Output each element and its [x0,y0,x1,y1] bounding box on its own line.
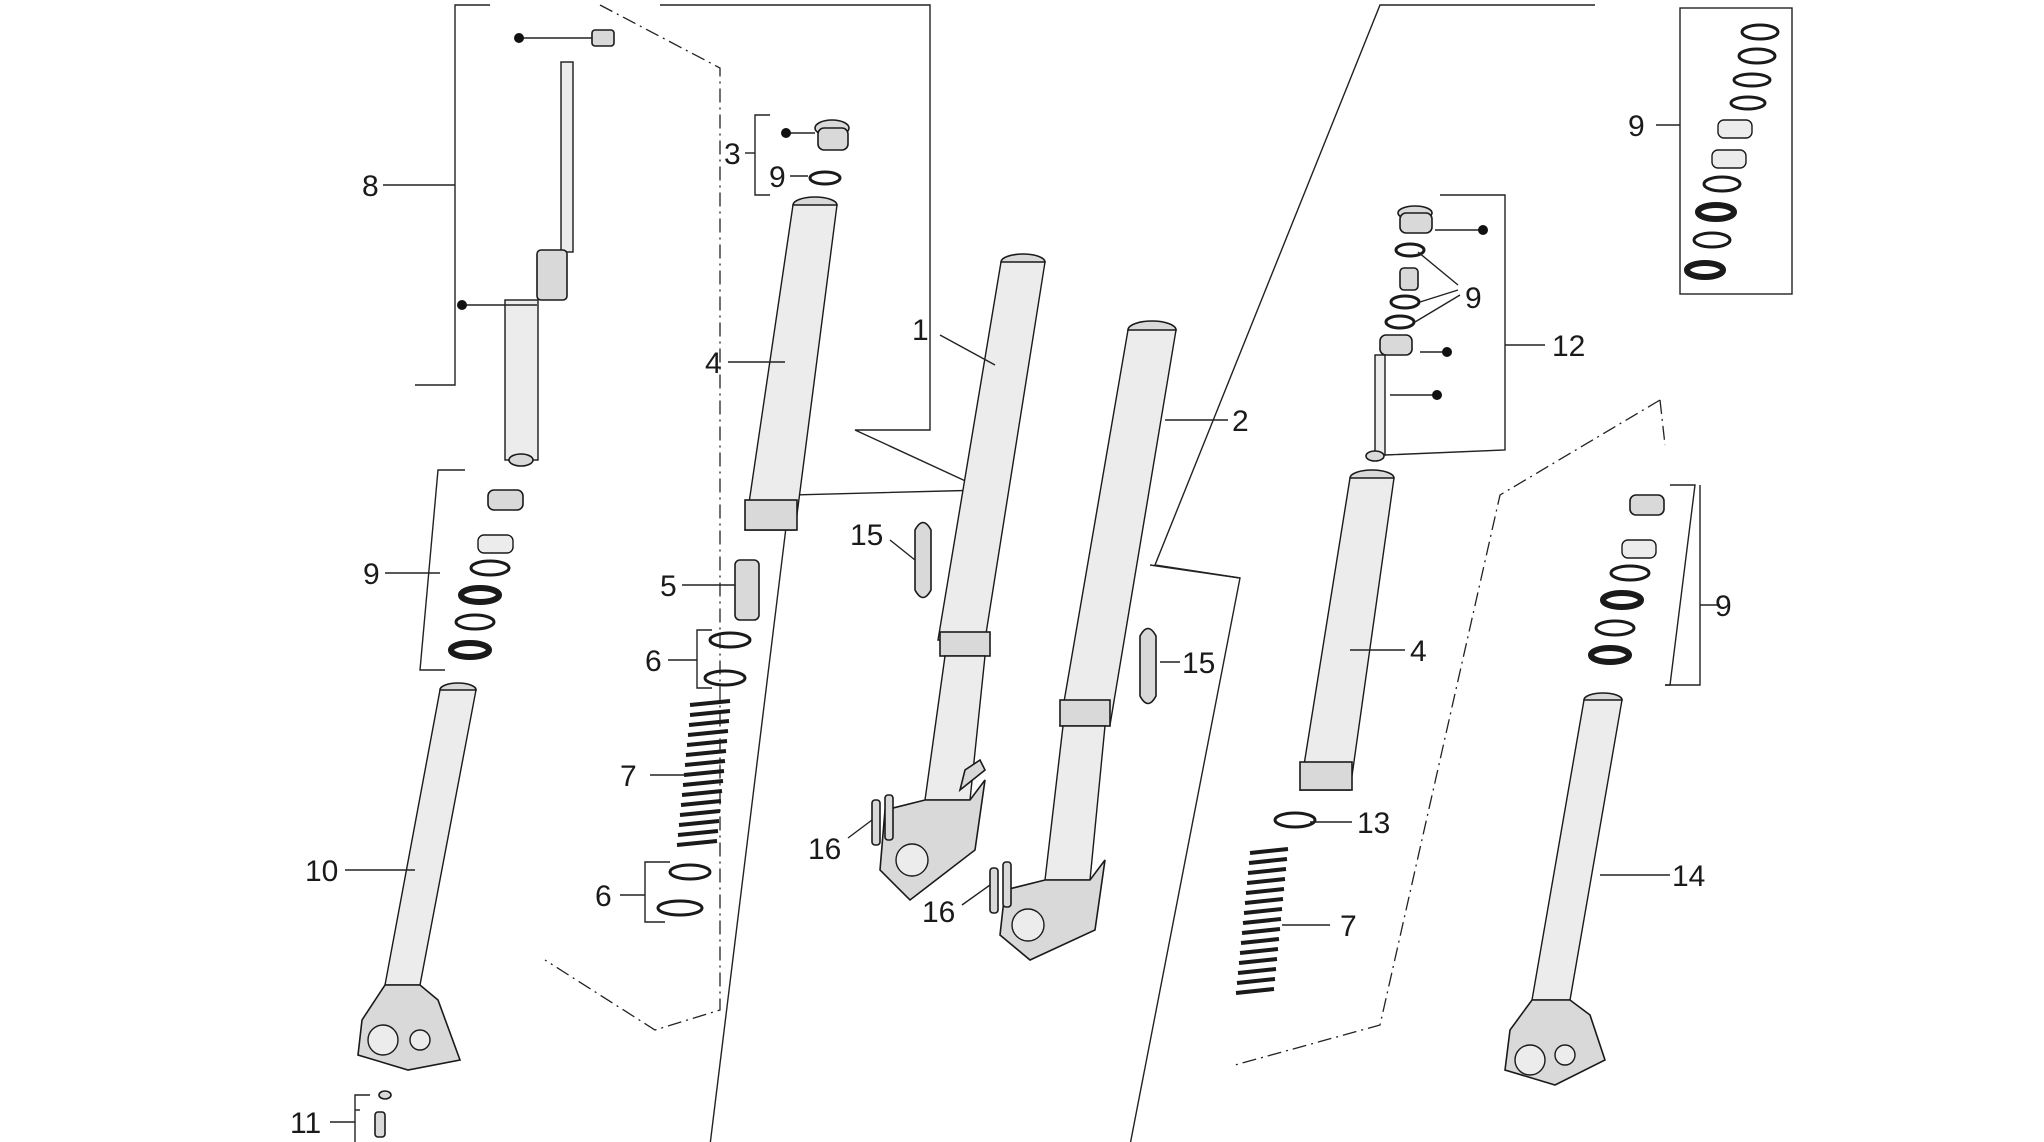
cartridge-parts [656,119,850,917]
callout-14: 14 [1672,860,1705,893]
right-leg-parts [1504,494,1665,1086]
kit-marker-dots [457,33,1488,400]
callout-15: 15 [850,519,883,552]
callout-9: 9 [1715,590,1732,623]
callout-9: 9 [769,161,786,194]
leader-lines [330,37,1720,1142]
callout-7: 7 [1340,910,1357,943]
panel-outlines [415,4,1793,1142]
callout-9: 9 [363,558,380,591]
callout-1: 1 [912,314,929,347]
callout-4: 4 [705,347,722,380]
callout-6: 6 [595,880,612,913]
callout-8: 8 [362,170,379,203]
callout-13: 13 [1357,807,1390,840]
fork-leg-assembled-2 [989,320,1177,961]
callout-11: 11 [290,1107,321,1140]
seal-kit-box [1684,23,1780,280]
callout-12: 12 [1552,330,1585,363]
callout-5: 5 [660,570,677,603]
callout-4: 4 [1410,635,1427,668]
right-cartridge-parts [1235,205,1433,995]
callout-9: 9 [1465,282,1482,315]
callout-7: 7 [620,760,637,793]
callout-3: 3 [724,138,741,171]
callout-6: 6 [645,645,662,678]
callout-2: 2 [1232,405,1249,438]
callout-labels: 8 9 10 11 3 9 4 5 6 7 6 1 2 15 15 16 16 … [290,110,1732,1140]
callout-16: 16 [922,896,955,929]
callout-15: 15 [1182,647,1215,680]
left-leg-parts [357,29,615,1138]
callout-16: 16 [808,833,841,866]
callout-10: 10 [305,855,338,888]
callout-9: 9 [1628,110,1645,143]
fork-leg-assembled-1 [871,253,1046,902]
